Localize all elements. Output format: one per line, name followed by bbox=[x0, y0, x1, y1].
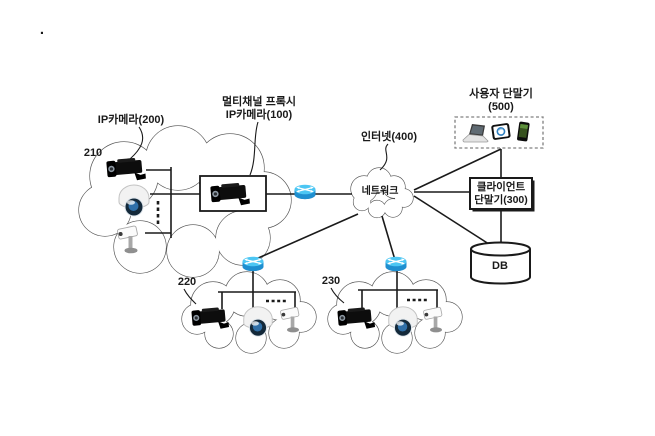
label-network: 네트워크 bbox=[361, 186, 399, 197]
tablet-icon bbox=[490, 122, 512, 141]
label-user-terminal-500: 사용자 단말기 (500) bbox=[469, 88, 533, 113]
router-icon bbox=[241, 256, 265, 272]
label-internet-400: 인터넷(400) bbox=[360, 131, 418, 143]
label-210: 210 bbox=[83, 147, 103, 159]
label-proxy-camera-100: 멀티채널 프록시 IP카메라(100) bbox=[222, 96, 296, 121]
label-220: 220 bbox=[177, 276, 197, 288]
database-cylinder bbox=[470, 241, 531, 285]
label-client-terminal-300: 클라이언트 단말기(300) bbox=[474, 181, 528, 206]
label-leader-lines bbox=[129, 121, 389, 305]
ellipsis-marks bbox=[156, 201, 427, 303]
stray-dot: . bbox=[39, 21, 45, 38]
client-terminal-box bbox=[469, 177, 535, 212]
label-db: DB bbox=[492, 260, 508, 272]
router-icon bbox=[293, 183, 317, 200]
label-230: 230 bbox=[321, 275, 341, 287]
router-icon bbox=[384, 256, 408, 272]
label-ip-camera-200: IP카메라(200) bbox=[97, 114, 165, 126]
